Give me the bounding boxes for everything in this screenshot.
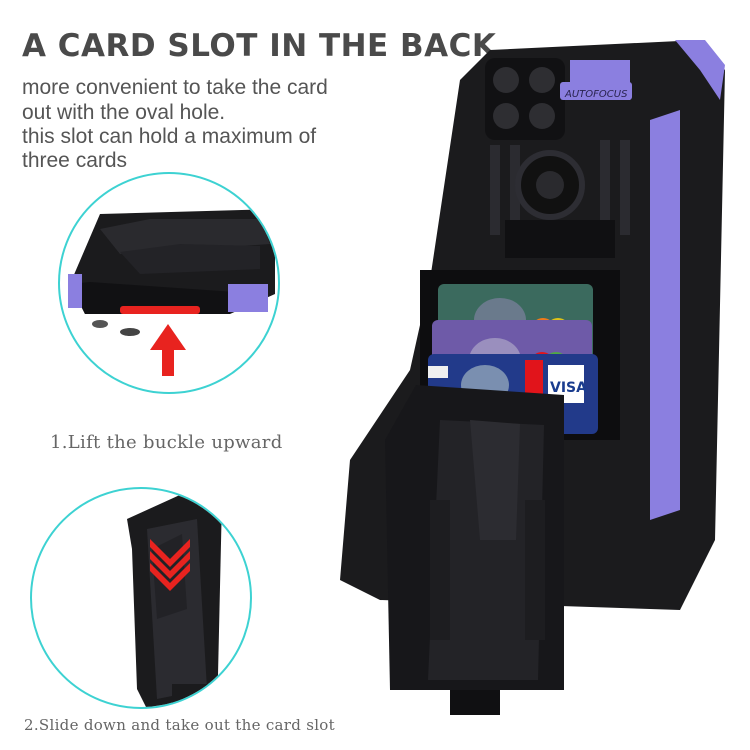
ridge-pattern bbox=[490, 140, 630, 235]
autofocus-badge: AUTOFOCUS bbox=[564, 89, 628, 100]
slide-down-closeup-illustration bbox=[127, 494, 232, 707]
kickstand bbox=[505, 220, 615, 258]
arrow-up-icon bbox=[162, 346, 174, 376]
description-line: this slot can hold a maximum of bbox=[22, 125, 317, 148]
description-line: out with the oval hole. bbox=[22, 101, 226, 124]
description-line: more convenient to take the card bbox=[22, 76, 328, 99]
visa-logo: VISA bbox=[550, 380, 587, 396]
step2-caption: 2.Slide down and take out the card slot bbox=[24, 716, 335, 734]
headline: A CARD SLOT IN THE BACK bbox=[22, 28, 497, 64]
step2-detail-circle bbox=[30, 487, 252, 709]
description-line: three cards bbox=[22, 149, 128, 172]
camera-lens-icon bbox=[529, 103, 555, 129]
step1-detail-circle bbox=[58, 172, 280, 394]
camera-lens-icon bbox=[493, 103, 519, 129]
camera-lens-icon bbox=[493, 67, 519, 93]
step1-caption: 1.Lift the buckle upward bbox=[50, 432, 283, 453]
camera-module bbox=[485, 58, 565, 140]
chevron-down-icon bbox=[150, 539, 190, 591]
buckle-closeup-illustration bbox=[68, 209, 275, 376]
purple-corner bbox=[675, 40, 725, 100]
phone-case-illustration: AUTOFOCUS bbox=[320, 40, 740, 750]
purple-side-rail bbox=[650, 110, 680, 520]
camera-lens-icon bbox=[529, 67, 555, 93]
